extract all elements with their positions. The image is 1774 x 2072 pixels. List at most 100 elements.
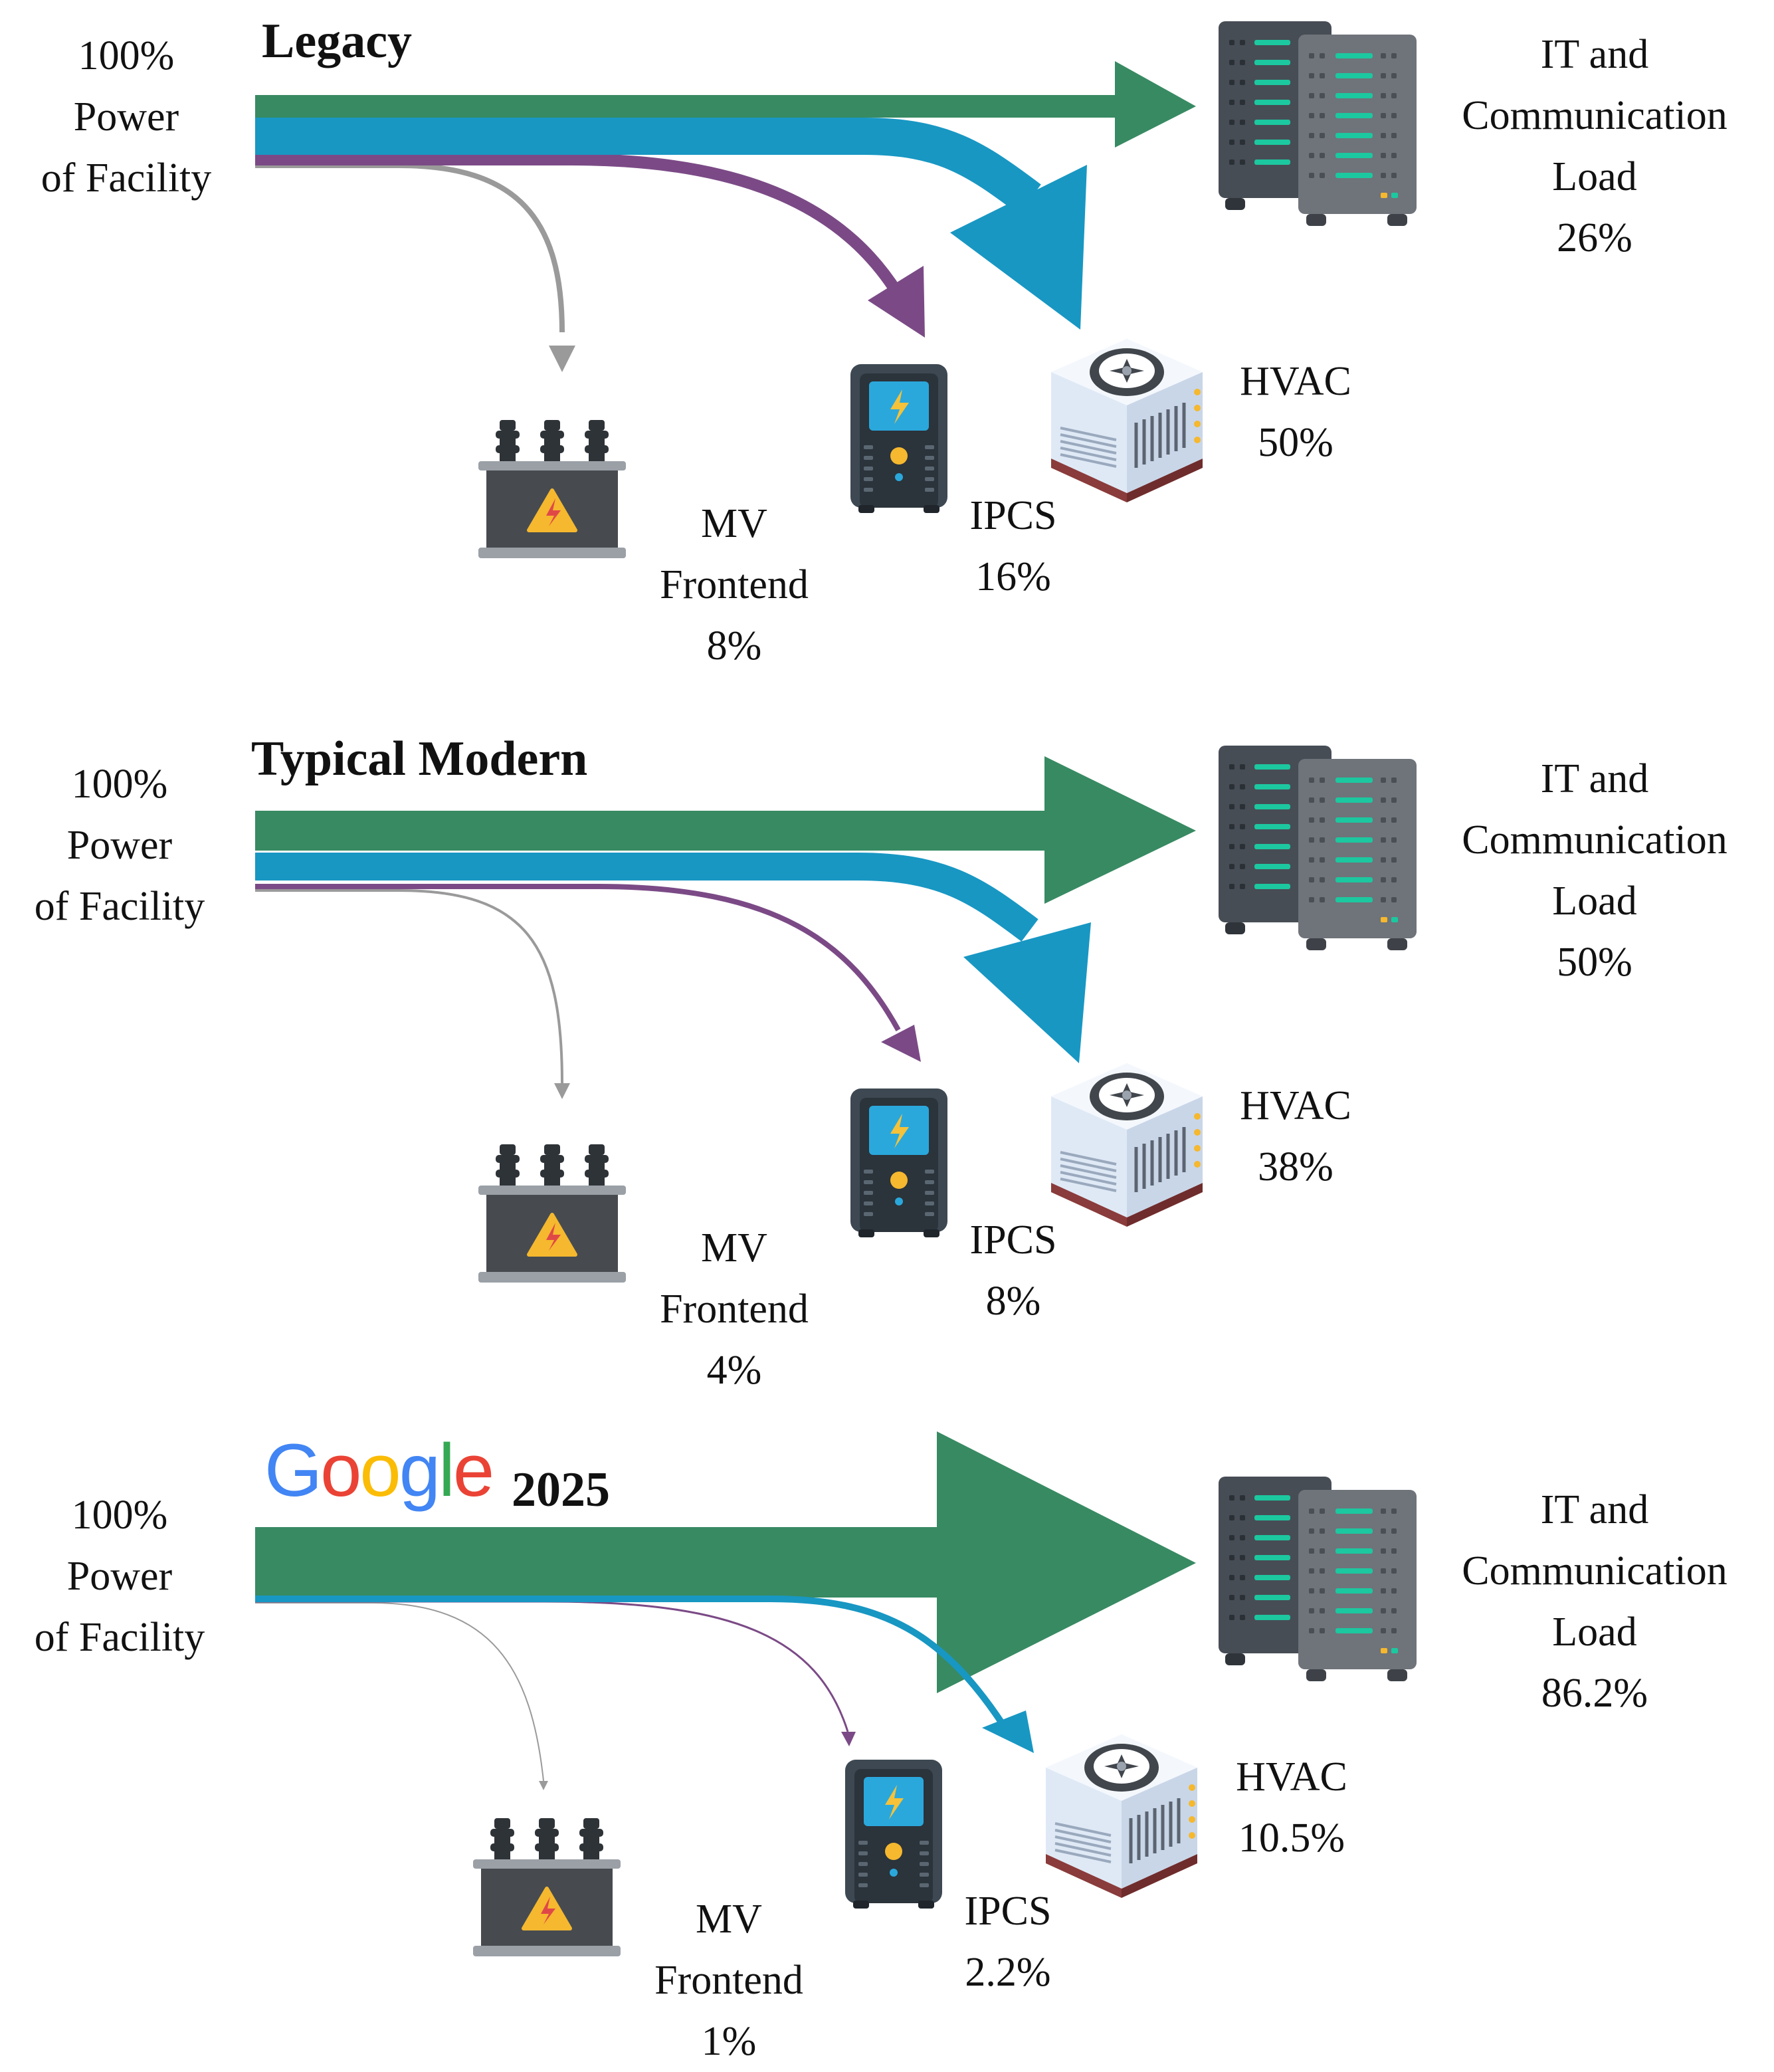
source-line3: of Facility: [41, 155, 212, 201]
hvac-flow-arrowhead: [963, 922, 1091, 1063]
hvac-value: 10.5%: [1238, 1815, 1345, 1861]
server-rack-graphic: [1219, 1477, 1417, 1681]
flow-arrows: [255, 756, 1196, 1099]
server-rack-icon: [1216, 744, 1422, 950]
server-rack-graphic: [1219, 746, 1417, 950]
mv-value: 8%: [706, 623, 762, 669]
ipcs-flow-arrow: [255, 154, 902, 296]
ipcs-flow-arrowhead: [868, 266, 925, 338]
mv-line1: MV: [701, 501, 767, 546]
logo-g: G: [264, 1429, 322, 1512]
mv-value: 1%: [701, 2019, 757, 2064]
hvac-flow-arrow: [255, 1596, 1007, 1727]
it-flow-arrow: [255, 811, 1047, 851]
it-value: 26%: [1557, 215, 1632, 260]
hvac-flow-arrow: [255, 853, 1038, 942]
hvac-unit-graphic: [1051, 339, 1203, 502]
source-percent: 100%: [71, 1493, 168, 1538]
ipcs-value: 8%: [985, 1279, 1041, 1324]
source-line2: Power: [66, 1554, 173, 1599]
server-rack-icon: [1216, 1475, 1422, 1681]
logo-e: e: [452, 1429, 494, 1512]
it-line2: Communication: [1462, 1548, 1727, 1594]
transformer-graphic: [478, 1144, 626, 1283]
panel-title: Typical Modern: [251, 732, 588, 786]
it-flow-arrow: [255, 1527, 939, 1598]
it-line3: Load: [1552, 1609, 1637, 1655]
source-label: 100% Power of Facility: [0, 754, 239, 937]
server-rack-graphic: [1219, 21, 1417, 226]
it-load-label: IT and Communication Load 50%: [1415, 748, 1774, 993]
mv-flow-arrow: [255, 163, 565, 333]
hvac-unit-icon: [1043, 1714, 1200, 1901]
ipcs-flow-arrow: [255, 1600, 849, 1732]
panel-title: 2025: [512, 1463, 610, 1517]
it-value: 50%: [1557, 940, 1632, 985]
source-line2: Power: [66, 823, 173, 868]
flow-arrows: [255, 61, 1196, 372]
source-percent: 100%: [71, 762, 168, 807]
hvac-value: 50%: [1258, 420, 1333, 465]
hvac-unit-graphic: [1046, 1734, 1197, 1898]
ipcs-label: IPCS 8%: [930, 1209, 1096, 1332]
mv-value: 4%: [706, 1348, 762, 1393]
power-conditioner-graphic: [845, 1760, 942, 1909]
mv-frontend-label: MV Frontend 8%: [625, 493, 844, 676]
source-line3: of Facility: [34, 1615, 205, 1660]
transformer-graphic: [473, 1818, 621, 1956]
it-line3: Load: [1552, 879, 1637, 924]
hvac-label: HVAC 38%: [1203, 1075, 1389, 1197]
ipcs-name: IPCS: [969, 493, 1057, 538]
hvac-label: HVAC 10.5%: [1199, 1746, 1385, 1869]
hvac-unit-graphic: [1051, 1063, 1203, 1227]
transformer-icon: [476, 1143, 629, 1287]
it-load-label: IT and Communication Load 26%: [1415, 24, 1774, 268]
logo-o1: o: [320, 1429, 361, 1512]
source-line3: of Facility: [34, 884, 205, 929]
hvac-value: 38%: [1258, 1144, 1333, 1190]
power-conditioner-icon: [849, 363, 949, 513]
ipcs-value: 16%: [975, 554, 1051, 599]
mv-line1: MV: [696, 1897, 762, 1942]
mv-line2: Frontend: [654, 1958, 803, 2003]
panel-title: Legacy: [262, 14, 413, 68]
it-flow-arrowhead: [1115, 61, 1196, 148]
it-value: 86.2%: [1541, 1671, 1648, 1716]
mv-flow-arrow: [255, 1602, 544, 1782]
ipcs-name: IPCS: [964, 1889, 1052, 1934]
source-label: 100% Power of Facility: [7, 25, 246, 209]
source-label: 100% Power of Facility: [0, 1485, 239, 1668]
power-conditioner-icon: [844, 1758, 943, 1909]
hvac-unit-icon: [1048, 1043, 1205, 1229]
hvac-flow-arrowhead: [982, 1710, 1034, 1753]
panel-legacy: Legacy 100% Power of Facility: [0, 0, 1774, 691]
mv-frontend-label: MV Frontend 4%: [625, 1217, 844, 1401]
transformer-icon: [476, 419, 629, 562]
power-conditioner-icon: [849, 1087, 949, 1237]
hvac-flow-arrow: [255, 118, 1041, 215]
hvac-unit-icon: [1048, 319, 1205, 505]
it-load-label: IT and Communication Load 86.2%: [1415, 1479, 1774, 1724]
hvac-label: HVAC 50%: [1203, 351, 1389, 473]
mv-frontend-label: MV Frontend 1%: [619, 1889, 838, 2072]
it-line1: IT and: [1540, 1487, 1649, 1532]
mv-flow-arrowhead: [549, 346, 575, 372]
it-flow-arrowhead: [1044, 756, 1196, 904]
hvac-name: HVAC: [1236, 1754, 1347, 1800]
hvac-name: HVAC: [1240, 1083, 1351, 1128]
logo-l: l: [439, 1429, 455, 1512]
ipcs-flow-arrow: [255, 884, 901, 1031]
it-flow-arrow: [255, 95, 1116, 118]
hvac-name: HVAC: [1240, 359, 1351, 404]
power-conditioner-graphic: [850, 364, 947, 513]
it-line2: Communication: [1462, 817, 1727, 863]
transformer-icon: [470, 1817, 623, 1960]
ipcs-name: IPCS: [969, 1217, 1057, 1263]
it-line1: IT and: [1540, 32, 1649, 77]
mv-flow-arrow: [255, 889, 563, 1084]
flow-arrows: [255, 1431, 1196, 1790]
transformer-graphic: [478, 420, 626, 558]
ipcs-value: 2.2%: [965, 1950, 1051, 1995]
ipcs-flow-arrowhead: [881, 1025, 921, 1062]
